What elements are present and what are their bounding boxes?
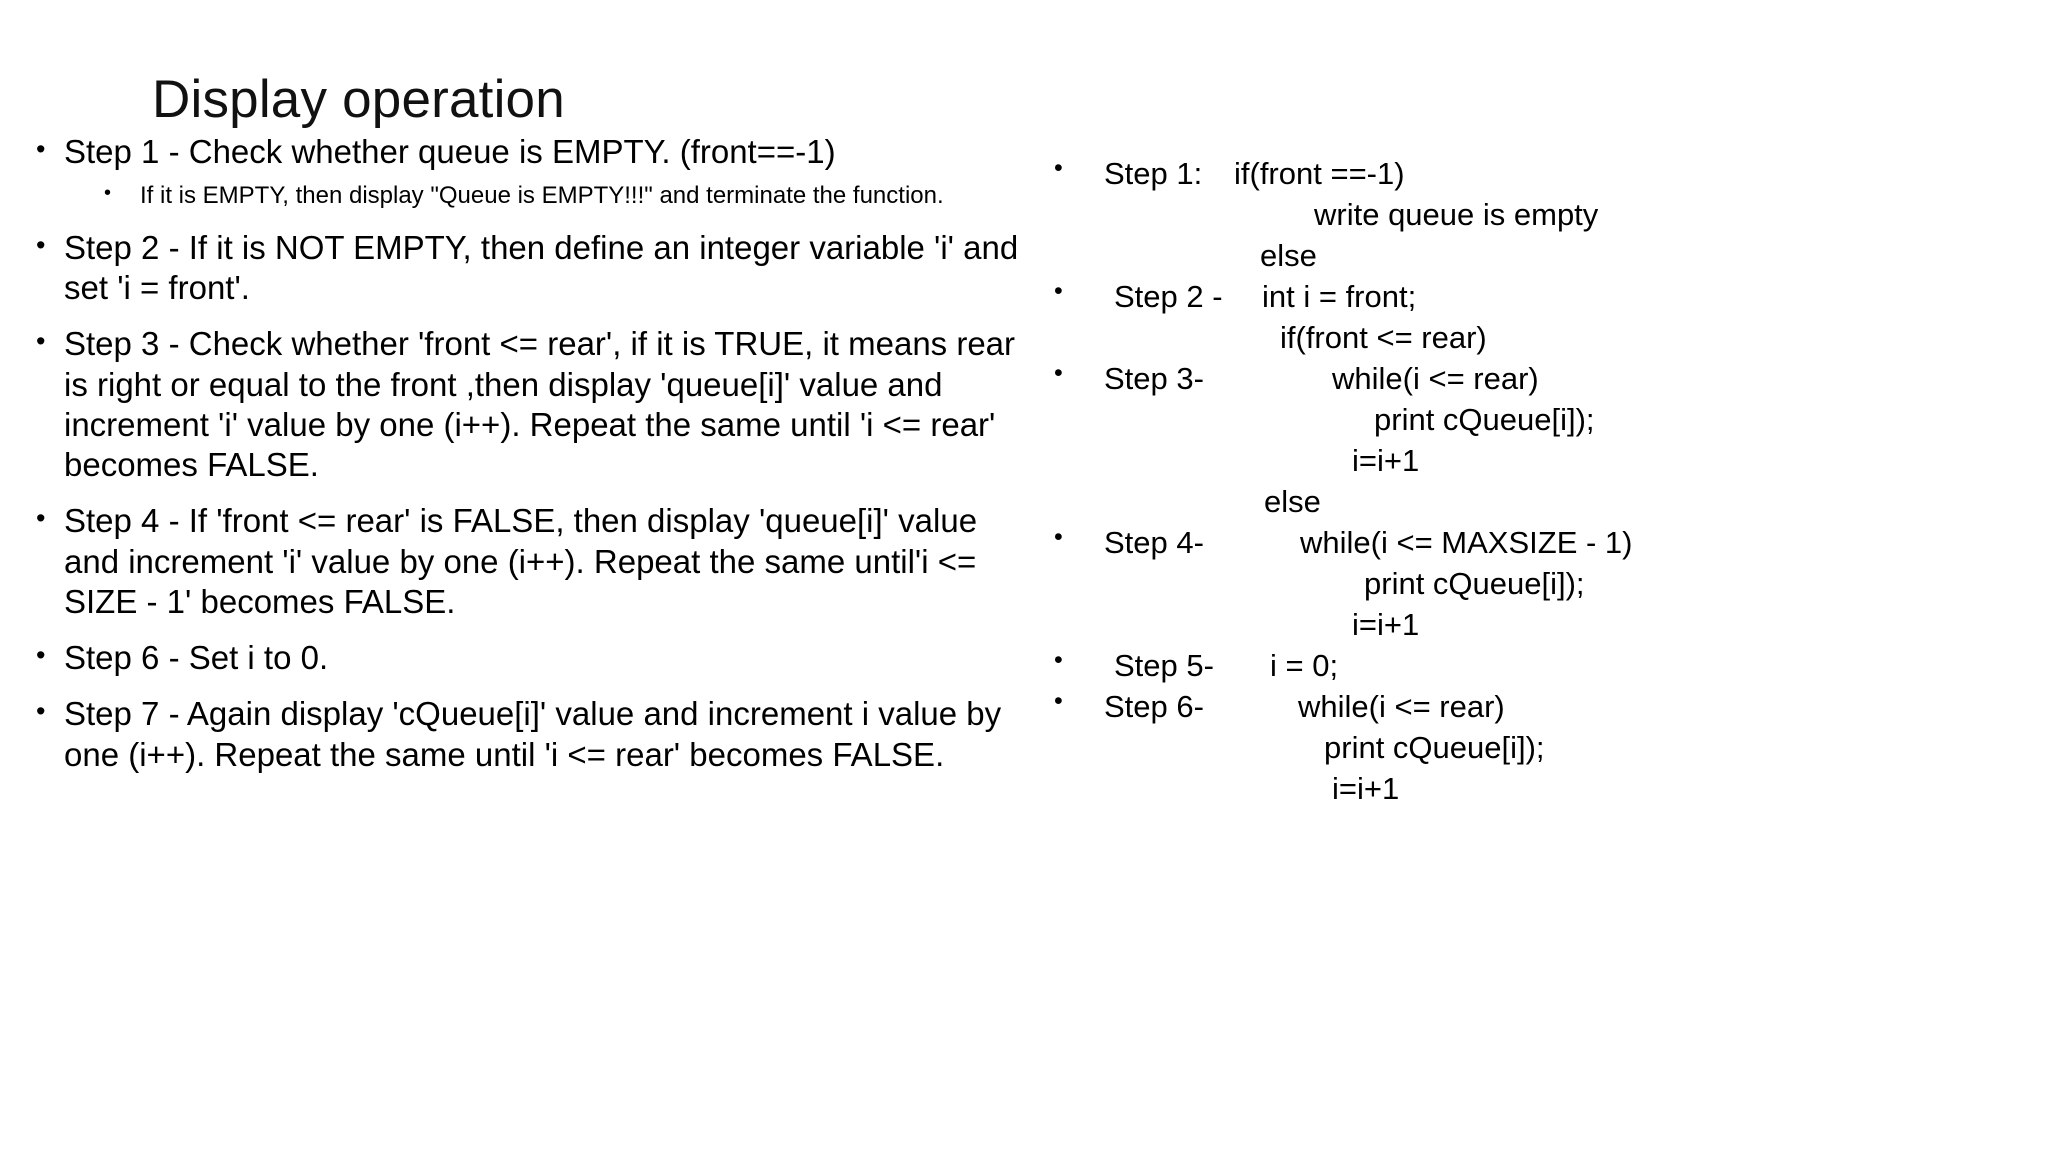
pseudocode-step-label: Step 6-	[1104, 689, 1204, 724]
bullet-dot-icon: •	[1054, 277, 1063, 305]
pseudocode-code-text: else	[1260, 238, 1317, 273]
pseudocode-line: • Step 6- while(i <= rear)	[1052, 687, 2012, 732]
bullet-dot-icon: •	[1054, 687, 1063, 715]
list-item: Step 6 - Set i to 0.	[32, 637, 1032, 678]
pseudocode-line: print cQueue[i]);	[1052, 568, 2012, 609]
pseudocode-code-text: i=i+1	[1332, 771, 1400, 806]
pseudocode-line: else	[1052, 486, 2012, 527]
pseudocode-code-text: print cQueue[i]);	[1324, 730, 1545, 765]
pseudocode-step-label: Step 3-	[1104, 361, 1204, 396]
pseudocode-line: i=i+1	[1052, 773, 2012, 814]
bullet-dot-icon: •	[1054, 359, 1063, 387]
pseudocode-code-text: while(i <= MAXSIZE - 1)	[1300, 525, 1633, 560]
bullet-text: Step 1 - Check whether queue is EMPTY. (…	[64, 133, 836, 170]
pseudocode-line: i=i+1	[1052, 445, 2012, 486]
pseudocode-step-label: Step 4-	[1104, 525, 1204, 560]
pseudocode-code-text: if(front <= rear)	[1280, 320, 1487, 355]
sub-bullet-list: If it is EMPTY, then display "Queue is E…	[64, 181, 1032, 212]
pseudocode-line: else	[1052, 240, 2012, 281]
bullet-text: Step 2 - If it is NOT EMPTY, then define…	[64, 228, 1019, 307]
list-item: Step 2 - If it is NOT EMPTY, then define…	[32, 227, 1032, 309]
bullet-dot-icon: •	[1054, 646, 1063, 674]
pseudocode-code-text: while(i <= rear)	[1332, 361, 1539, 396]
bullet-dot-icon: •	[1054, 523, 1063, 551]
list-item: Step 4 - If 'front <= rear' is FALSE, th…	[32, 500, 1032, 622]
pseudocode-code-text: i=i+1	[1352, 443, 1420, 478]
pseudocode-line: write queue is empty	[1052, 199, 2012, 240]
pseudocode-code-text: if(front ==-1)	[1234, 156, 1405, 191]
page-title: Display operation	[152, 69, 565, 129]
pseudocode-code-text: print cQueue[i]);	[1374, 402, 1595, 437]
list-item: Step 3 - Check whether 'front <= rear', …	[32, 323, 1032, 485]
pseudocode-code-text: write queue is empty	[1314, 197, 1599, 232]
right-content-column: • Step 1: if(front ==-1) write queue is emp…	[1052, 154, 2012, 814]
bullet-dot-icon: •	[1054, 154, 1063, 182]
pseudocode-line: if(front <= rear)	[1052, 322, 2012, 363]
pseudocode-line: • Step 4- while(i <= MAXSIZE - 1)	[1052, 523, 2012, 568]
left-content-column: Step 1 - Check whether queue is EMPTY. (…	[32, 131, 1032, 791]
sub-list-item: If it is EMPTY, then display "Queue is E…	[64, 181, 1032, 212]
pseudocode-line: print cQueue[i]);	[1052, 404, 2012, 445]
pseudocode-step-label: Step 5-	[1114, 648, 1214, 683]
list-item: Step 1 - Check whether queue is EMPTY. (…	[32, 131, 1032, 212]
pseudocode-step-label: Step 2 -	[1114, 279, 1223, 314]
left-bullet-list: Step 1 - Check whether queue is EMPTY. (…	[32, 131, 1032, 775]
pseudocode-code-text: i = 0;	[1270, 648, 1339, 683]
pseudocode-line: i=i+1	[1052, 609, 2012, 650]
bullet-text: Step 4 - If 'front <= rear' is FALSE, th…	[64, 502, 978, 620]
pseudocode-code-text: i=i+1	[1352, 607, 1420, 642]
pseudocode-line: • Step 3- while(i <= rear)	[1052, 359, 2012, 404]
pseudocode-step-label: Step 1:	[1104, 156, 1203, 191]
pseudocode-line: • Step 2 - int i = front;	[1052, 277, 2012, 322]
bullet-text: Step 7 - Again display 'cQueue[i]' value…	[64, 695, 1002, 773]
pseudocode-block: • Step 1: if(front ==-1) write queue is emp…	[1052, 154, 2012, 814]
pseudocode-code-text: while(i <= rear)	[1298, 689, 1505, 724]
pseudocode-line: • Step 5- i = 0;	[1052, 646, 2012, 691]
pseudocode-line: • Step 1: if(front ==-1)	[1052, 154, 2012, 199]
pseudocode-code-text: else	[1264, 484, 1321, 519]
bullet-text: Step 3 - Check whether 'front <= rear', …	[64, 325, 1016, 484]
list-item: Step 7 - Again display 'cQueue[i]' value…	[32, 693, 1032, 775]
pseudocode-code-text: int i = front;	[1262, 279, 1417, 314]
pseudocode-line: print cQueue[i]);	[1052, 732, 2012, 773]
pseudocode-code-text: print cQueue[i]);	[1364, 566, 1585, 601]
bullet-text: Step 6 - Set i to 0.	[64, 639, 329, 677]
